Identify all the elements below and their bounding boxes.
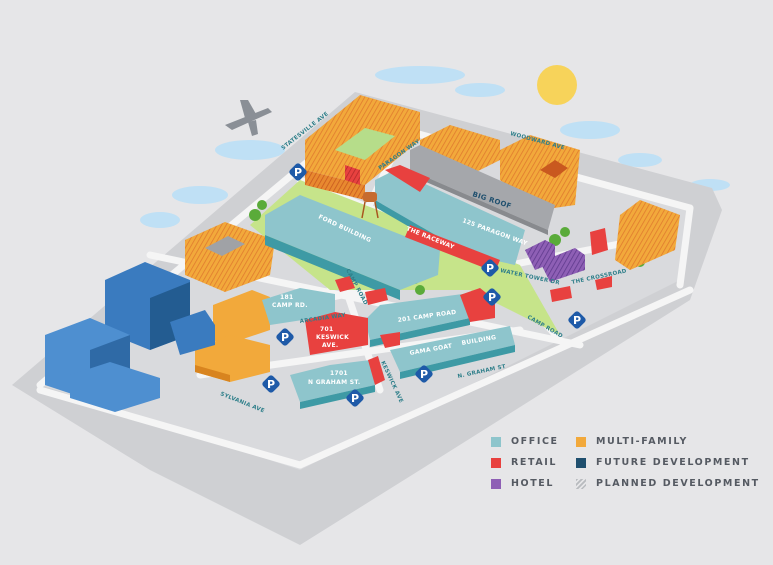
label-181-line1: 181: [280, 294, 293, 301]
label-181-line2: CAMP RD.: [272, 302, 308, 309]
multi-family-swatch: [576, 436, 586, 447]
future-development-swatch: [576, 457, 586, 468]
parking-icon: P: [262, 375, 280, 393]
svg-text:P: P: [281, 331, 289, 344]
svg-text:P: P: [351, 392, 359, 405]
label-701-line3: AVE.: [322, 342, 338, 349]
sun-icon: [537, 65, 577, 105]
legend-hotel: HOTEL: [491, 478, 554, 489]
legend-office: OFFICE: [491, 436, 559, 447]
legend-retail: RETAIL: [491, 457, 557, 468]
parking-icon: P: [346, 389, 364, 407]
svg-text:P: P: [573, 314, 581, 327]
svg-text:P: P: [486, 262, 494, 275]
hotel-swatch: [491, 478, 501, 489]
parking-icon: P: [289, 163, 307, 181]
parking-icon: P: [568, 311, 586, 329]
parking-icon: P: [415, 365, 433, 383]
svg-text:P: P: [267, 378, 275, 391]
retail-swatch: [491, 457, 501, 468]
legend-multi-family: MULTI-FAMILY: [576, 436, 688, 447]
office-buildings: [262, 170, 525, 409]
legend-planned-development: PLANNED DEVELOPMENT: [576, 478, 760, 489]
airplane-icon: [225, 100, 272, 136]
parking-icon: P: [276, 328, 294, 346]
office-swatch: [491, 436, 501, 447]
planned-development-swatch: [576, 478, 586, 489]
label-701-line2: KESWICK: [316, 334, 349, 341]
label-1701-line1: 1701: [330, 370, 348, 377]
parking-icons: P P P P P P P P: [262, 163, 586, 407]
label-1701-line2: N GRAHAM ST.: [308, 379, 360, 386]
parking-icon: P: [483, 288, 501, 306]
clouds: [140, 66, 730, 228]
label-701-line1: 701: [320, 326, 333, 333]
legend-future-development: FUTURE DEVELOPMENT: [576, 457, 750, 468]
svg-text:P: P: [420, 368, 428, 381]
future-development-buildings: [45, 262, 215, 412]
hotel-buildings: [525, 240, 585, 282]
svg-text:P: P: [294, 166, 302, 179]
parking-icon: P: [481, 259, 499, 277]
retail-buildings: [305, 165, 612, 385]
svg-text:P: P: [488, 291, 496, 304]
water-tower-icon: [361, 192, 379, 219]
big-roof-building: [410, 145, 555, 230]
